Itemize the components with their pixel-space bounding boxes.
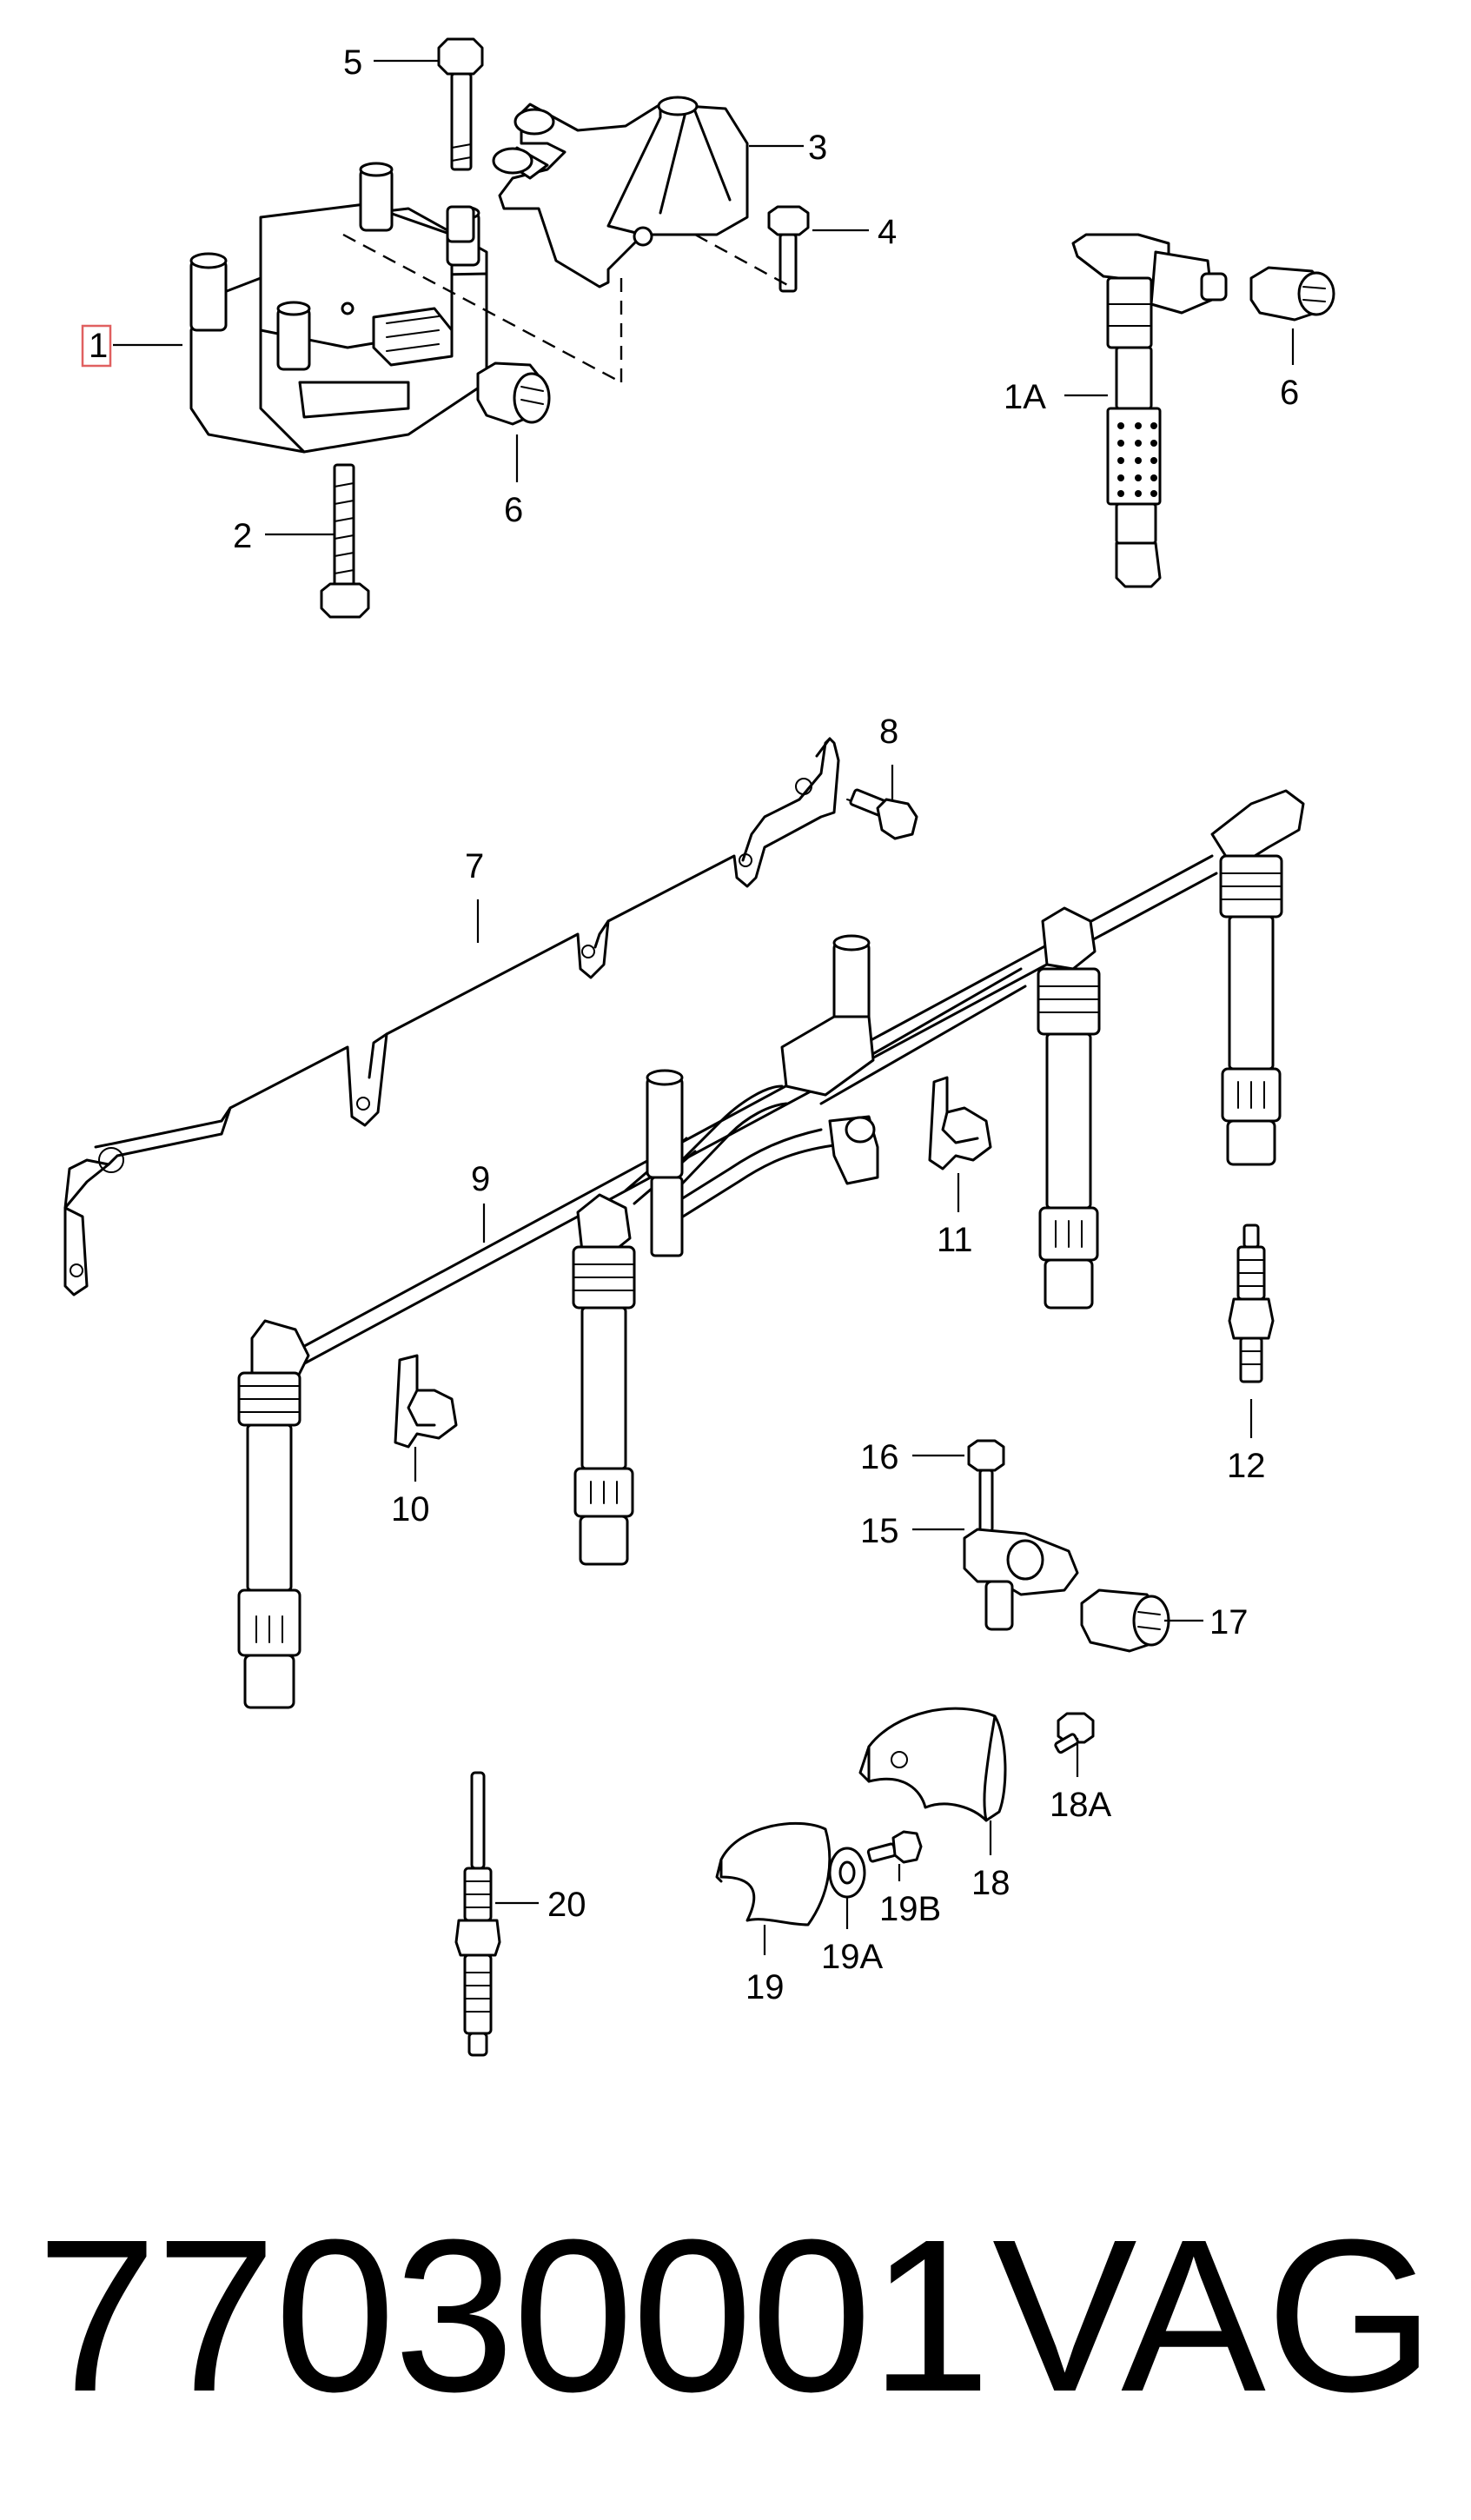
callout-19A: 19A [821, 1938, 883, 1976]
callout-18A: 18A [1050, 1786, 1111, 1824]
bolt-19B [866, 1830, 923, 1864]
callout-17: 17 [1209, 1603, 1249, 1641]
knock-sensor [963, 1439, 1170, 1653]
callout-18: 18 [971, 1864, 1010, 1902]
brand-name: VAG [992, 2194, 1435, 2437]
washer-19A [828, 1847, 866, 1899]
leader-lines [113, 59, 1295, 1955]
pencil-coil-1A [1071, 233, 1228, 588]
ignition-coil [189, 162, 488, 454]
cable-clip-10 [394, 1354, 458, 1449]
bolt-18A [1054, 1712, 1095, 1754]
sensor-ring-19 [715, 1821, 832, 1926]
callout-20: 20 [547, 1886, 586, 1924]
callout-9: 9 [471, 1160, 490, 1198]
callout-7: 7 [465, 847, 484, 885]
callout-2: 2 [233, 517, 252, 555]
callout-19: 19 [745, 1968, 785, 2006]
callout-19B: 19B [879, 1890, 941, 1928]
bolt-4 [767, 205, 810, 293]
bolt-8 [846, 788, 918, 840]
callout-6-left: 6 [504, 491, 523, 529]
bolt-2 [320, 463, 370, 619]
connector-6-left [476, 361, 551, 426]
mounting-bracket [492, 96, 749, 288]
connector-6-right [1249, 266, 1335, 322]
callout-16: 16 [860, 1438, 899, 1476]
sensor-ring-18 [858, 1707, 1007, 1822]
bolt-5 [437, 37, 484, 243]
cable-clip-11 [928, 1076, 992, 1170]
part-number: 77030001 [36, 2194, 991, 2437]
callout-1-highlight [81, 324, 112, 368]
callout-12: 12 [1227, 1447, 1266, 1485]
spark-plug [1228, 1224, 1275, 1383]
callout-8: 8 [879, 713, 898, 751]
cable-holder-strip [63, 737, 840, 1296]
part-footer: 77030001VAG [36, 2207, 1444, 2424]
callout-11: 11 [937, 1221, 973, 1259]
callout-5: 5 [343, 43, 362, 82]
callout-6-right: 6 [1280, 374, 1299, 412]
callout-10: 10 [391, 1490, 430, 1529]
callout-4: 4 [878, 213, 897, 251]
callout-1: 1 [89, 327, 108, 365]
callout-15: 15 [860, 1512, 899, 1550]
callout-1A: 1A [1004, 378, 1046, 416]
ignition-lead-set [237, 789, 1305, 1709]
glow-plug [454, 1771, 501, 2057]
callout-3: 3 [808, 129, 827, 167]
